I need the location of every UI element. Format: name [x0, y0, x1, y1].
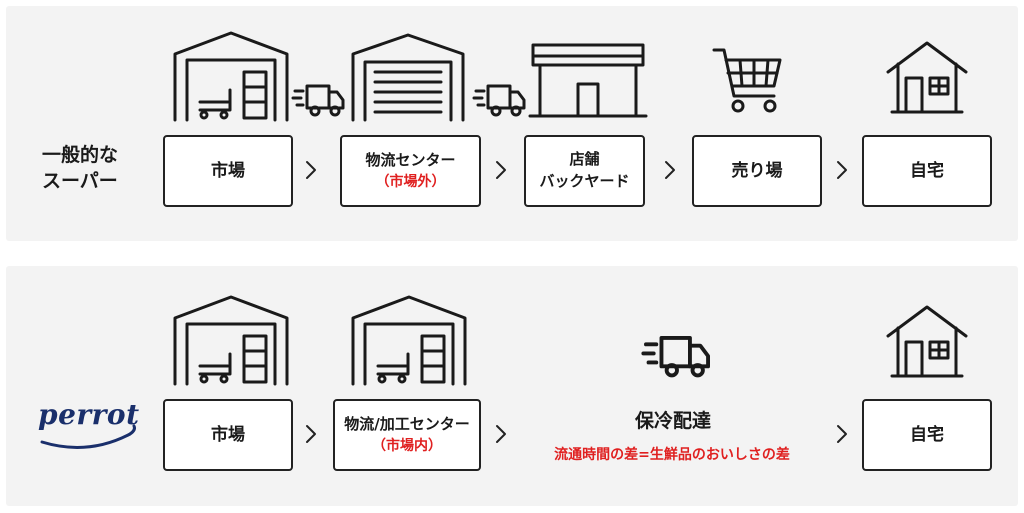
delivery-time-note: 流通時間の差=生鮮品のおいしさの差 [554, 447, 790, 463]
warehouse-icon [172, 294, 290, 386]
chevron-right-icon [305, 160, 317, 184]
chevron-right-icon [664, 160, 676, 184]
delivery-truck-icon [472, 83, 526, 117]
stage-text: 店舗 [569, 150, 600, 169]
delivery-truck-icon [291, 83, 345, 117]
stage-processing-center: 物流/加工センター （市場内） [333, 399, 481, 471]
stage-text: 市場 [211, 160, 245, 181]
storefront-icon [528, 42, 648, 118]
stage-text: 売り場 [731, 160, 783, 181]
stage-home: 自宅 [862, 135, 992, 207]
stage-store-backyard: 店舗 バックヤード [524, 135, 645, 207]
stage-note: （市場内） [372, 437, 442, 454]
stage-sales-floor: 売り場 [692, 135, 822, 207]
stage-text: 市場 [211, 424, 245, 445]
stage-logistics-center: 物流センター （市場外） [340, 135, 481, 207]
chevron-right-icon [836, 424, 848, 448]
stage-text: 物流/加工センター [344, 414, 470, 433]
brand-logo-text: perrot [38, 398, 140, 431]
house-icon [886, 304, 968, 378]
stage-home: 自宅 [862, 399, 992, 471]
warehouse-icon [350, 294, 468, 386]
shutter-warehouse-icon [350, 32, 466, 122]
stage-market: 市場 [163, 399, 293, 471]
stage-text: 自宅 [910, 160, 944, 181]
stage-note: （市場外） [375, 173, 446, 190]
stage-market: 市場 [163, 135, 293, 207]
label-line: 一般的な [42, 144, 119, 166]
label-line: スーパー [42, 169, 118, 192]
stage-text: バックヤード [539, 172, 630, 190]
shopping-cart-icon [712, 46, 784, 114]
delivery-truck-icon [641, 334, 712, 378]
house-icon [886, 40, 968, 114]
chevron-right-icon [305, 424, 317, 448]
chevron-right-icon [836, 160, 848, 184]
chevron-right-icon [495, 424, 507, 448]
cold-delivery-title: 保冷配達 [634, 410, 711, 432]
general-supermarket-label: 一般的な スーパー [42, 143, 118, 194]
stage-text: 物流センター [365, 150, 456, 169]
warehouse-icon [172, 30, 290, 122]
stage-text: 自宅 [910, 424, 944, 445]
chevron-right-icon [495, 160, 507, 184]
